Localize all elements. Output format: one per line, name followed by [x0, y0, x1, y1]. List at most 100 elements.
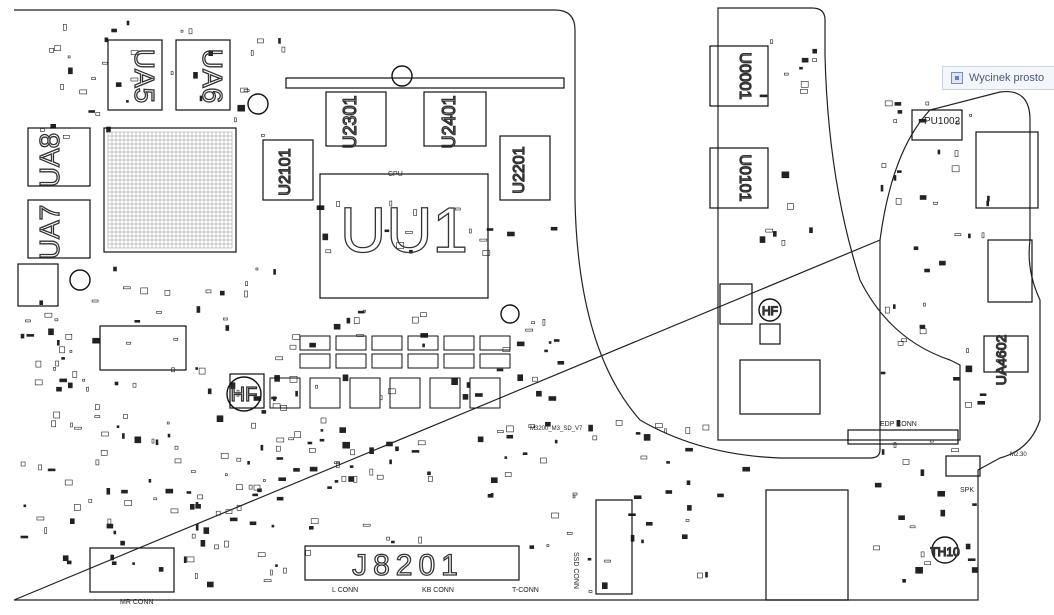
smd-component [132, 382, 137, 388]
smd-component [123, 286, 131, 290]
smd-component [409, 249, 413, 254]
silkscreen-text: CPU M3200_M3_SD_V7 MR CONN KB CONN T-CON… [120, 116, 1027, 606]
smd-component [244, 290, 248, 298]
smd-component [289, 375, 298, 383]
smd-component [553, 339, 560, 342]
smd-component [53, 411, 61, 419]
smd-component [62, 135, 70, 139]
connector-ssd [595, 499, 633, 595]
smd-component [236, 505, 242, 511]
smd-component [236, 389, 240, 397]
svg-text:SSD CONN: SSD CONN [572, 552, 579, 589]
smd-component [56, 339, 60, 346]
svg-text:MR CONN: MR CONN [120, 599, 153, 606]
smd-component [278, 477, 287, 482]
smd-component [550, 226, 558, 231]
smd-component [257, 552, 266, 558]
smd-component [327, 486, 332, 489]
smd-component [386, 441, 393, 447]
memory-chip-group [17, 39, 959, 601]
smd-component [955, 120, 960, 125]
smd-component [787, 203, 794, 210]
smd-component [69, 350, 73, 353]
ic-ua8 [27, 127, 91, 187]
smd-component [884, 100, 893, 107]
smd-component [801, 57, 809, 63]
smd-component [387, 388, 396, 395]
power-mosfet [407, 335, 439, 351]
inductor [469, 377, 501, 409]
smd-component [248, 484, 253, 490]
smd-component [166, 421, 170, 425]
smd-component [44, 527, 48, 534]
smd-component [566, 531, 573, 535]
smd-component [247, 460, 250, 465]
smd-component [427, 471, 431, 476]
smd-component [528, 424, 536, 429]
svg-text:UA6: UA6 [197, 49, 228, 103]
smd-component [635, 432, 641, 435]
smd-component [94, 415, 101, 418]
smd-component [61, 357, 65, 360]
smd-component [47, 468, 56, 472]
smd-component [293, 468, 300, 472]
svg-text:U0001: U0001 [736, 52, 753, 99]
smd-component [353, 317, 360, 325]
smd-component [972, 503, 977, 506]
smd-component [954, 233, 962, 236]
smd-component [191, 470, 196, 473]
svg-text:UA4602: UA4602 [993, 334, 1009, 385]
smd-component [376, 474, 384, 480]
smd-component [186, 556, 195, 563]
smd-component [260, 444, 264, 451]
smd-component [243, 89, 250, 92]
smd-component [91, 77, 96, 80]
smd-component [896, 419, 901, 427]
smd-component [924, 561, 931, 566]
smd-component [224, 540, 229, 548]
smd-component [70, 518, 75, 525]
svg-text:UA5: UA5 [129, 49, 160, 103]
smd-component [422, 343, 425, 348]
smd-component [641, 539, 644, 544]
smd-component [334, 461, 340, 465]
smd-component [72, 371, 78, 378]
snipping-tool-button[interactable]: Wycinek prosto [942, 66, 1054, 90]
smd-component [874, 482, 882, 488]
smd-component [271, 524, 275, 528]
component-field [20, 20, 990, 593]
smd-component [230, 382, 236, 390]
inductor [429, 377, 461, 409]
smd-component [969, 114, 973, 117]
smd-component [979, 393, 987, 397]
smd-component [893, 175, 897, 181]
smd-component [391, 540, 395, 544]
smd-component [20, 333, 25, 339]
smd-component [893, 119, 898, 123]
smd-component [965, 543, 971, 550]
smd-component [64, 479, 73, 486]
ic-u2401 [423, 91, 487, 147]
svg-text:UA8: UA8 [34, 133, 65, 187]
smd-component [525, 328, 534, 332]
smd-component [335, 462, 340, 468]
smd-component [420, 333, 429, 338]
smd-component [940, 509, 946, 517]
smd-component [36, 516, 45, 521]
smd-component [186, 491, 192, 494]
smd-component [896, 170, 902, 173]
smd-component [968, 233, 971, 239]
smd-component [140, 287, 148, 295]
smd-component [334, 480, 339, 483]
svg-text:L CONN: L CONN [332, 587, 358, 594]
svg-text:KB CONN: KB CONN [422, 587, 454, 594]
smd-component [923, 302, 926, 307]
smd-component [799, 66, 803, 70]
smd-component [158, 567, 164, 572]
smd-component [336, 201, 340, 207]
smd-component [236, 484, 243, 491]
smd-component [167, 433, 171, 438]
smd-component [207, 388, 212, 395]
smd-component [53, 366, 56, 371]
smd-component [881, 449, 885, 455]
